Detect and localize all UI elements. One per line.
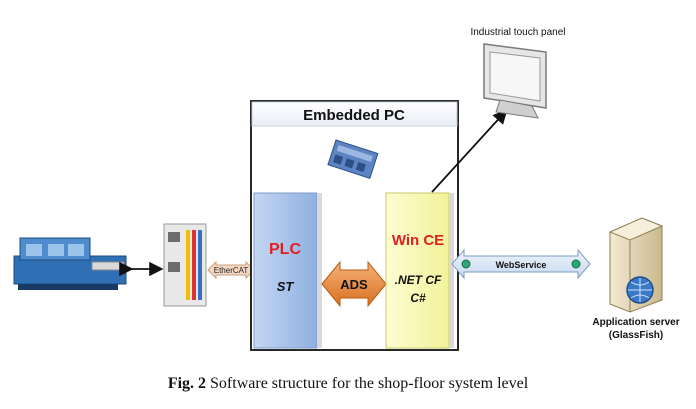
app-server-label-line2: (GlassFish): [609, 330, 663, 341]
machine-tool-icon: [13, 237, 127, 290]
touch-panel-label: Industrial touch panel: [470, 27, 565, 38]
wince-framework: .NET CF: [395, 273, 442, 287]
webservice-label: WebService: [496, 260, 547, 270]
ads-label: ADS: [340, 277, 368, 292]
plc-language: ST: [277, 279, 295, 294]
embedded-pc-title: Embedded PC: [303, 107, 405, 124]
ethercat-label: EtherCAT: [214, 266, 249, 275]
wince-title: Win CE: [392, 232, 444, 249]
figure-caption: Fig. 2 Software structure for the shop-f…: [0, 375, 696, 393]
webservice-left-node-icon: [461, 259, 471, 269]
webservice-right-node-icon: [571, 259, 581, 269]
plc-title: PLC: [269, 241, 301, 258]
app-server-label-line1: Application server: [592, 317, 679, 328]
figure-caption-text: Software structure for the shop-floor sy…: [210, 375, 529, 392]
webservice-arrow: [451, 248, 591, 280]
figure-number: Fig. 2: [167, 375, 207, 392]
ethercat-module-icon: [163, 223, 207, 307]
embedded-pc-device-icon: [327, 139, 379, 179]
touch-panel-icon: [483, 43, 547, 119]
plc-block: [253, 192, 318, 349]
wince-block: [385, 192, 450, 349]
embedded-pc-header: [251, 101, 458, 127]
wince-language: C#: [410, 291, 426, 305]
application-server-icon: [608, 217, 664, 313]
touch-panel-link-arrow: [431, 109, 508, 193]
